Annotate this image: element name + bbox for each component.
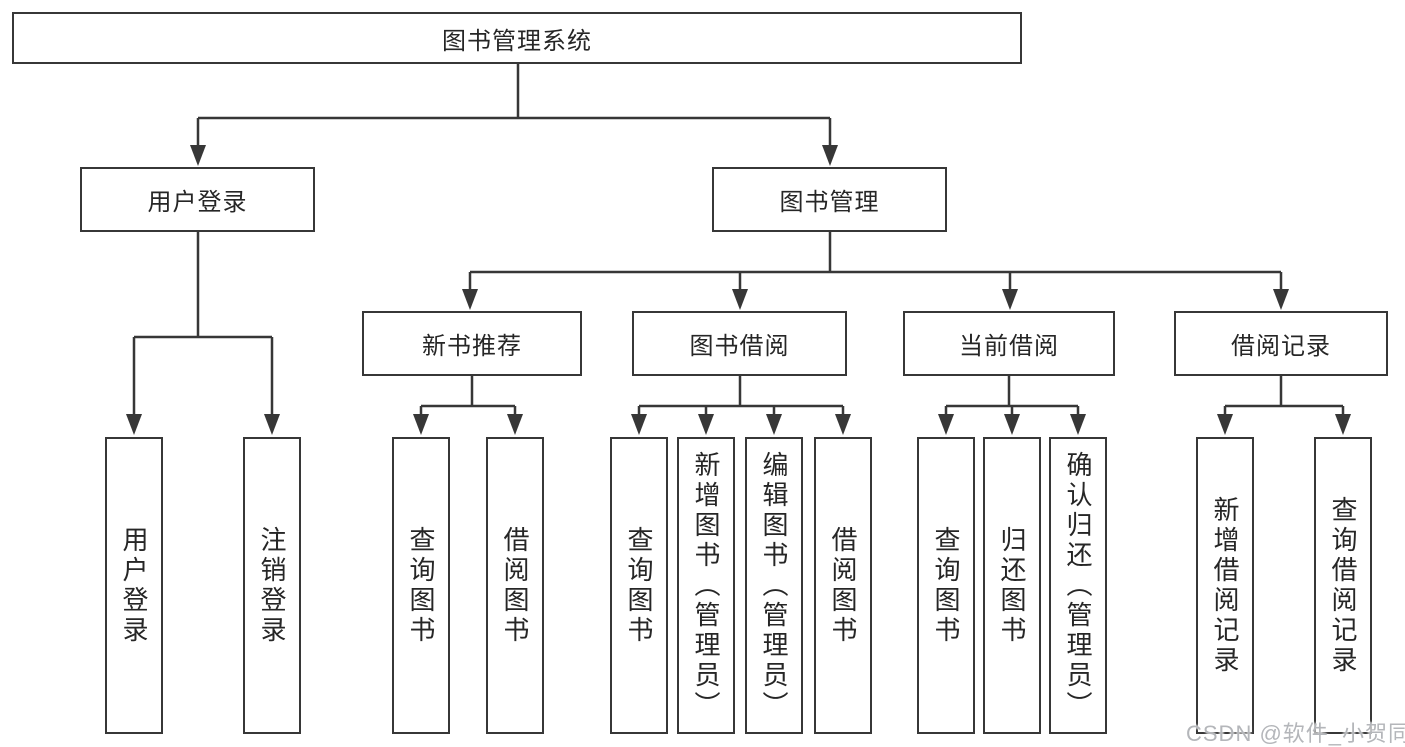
connector-user-login-to-leaves: [132, 232, 274, 416]
leaf-current-query-books: 查询图书: [917, 437, 975, 734]
connector-current-borrow-to-leaves: [944, 376, 1080, 416]
leaf-recommend-query-books: 查询图书: [392, 437, 450, 734]
leaf-borrow-add-books-admin: 新增图书（管理员）: [677, 437, 735, 734]
node-borrow-records: 借阅记录: [1174, 311, 1388, 376]
node-user-login: 用户登录: [80, 167, 315, 232]
arrowheads: [126, 145, 1351, 435]
csdn-watermark: CSDN @软件_小贺同学: [1186, 721, 1405, 746]
leaf-user-login: 用户登录: [105, 437, 163, 734]
node-new-book-recommend: 新书推荐: [362, 311, 582, 376]
connector-new-book-recommend-to-leaves: [419, 376, 517, 416]
node-book-management: 图书管理: [712, 167, 947, 232]
connector-root-to-level2: [196, 64, 832, 148]
leaf-records-query-borrow-record: 查询借阅记录: [1314, 437, 1372, 734]
node-current-borrow: 当前借阅: [903, 311, 1115, 376]
leaf-borrow-borrow-books: 借阅图书: [814, 437, 872, 734]
node-book-borrow: 图书借阅: [632, 311, 847, 376]
leaf-records-add-borrow-record: 新增借阅记录: [1196, 437, 1254, 734]
leaf-current-confirm-return-admin: 确认归还（管理员）: [1049, 437, 1107, 734]
leaf-current-return-books: 归还图书: [983, 437, 1041, 734]
connector-borrow-records-to-leaves: [1223, 376, 1345, 416]
leaf-recommend-borrow-books: 借阅图书: [486, 437, 544, 734]
connector-book-management-to-level3: [468, 232, 1283, 292]
leaf-borrow-query-books: 查询图书: [610, 437, 668, 734]
leaf-logout: 注销登录: [243, 437, 301, 734]
leaf-borrow-edit-books-admin: 编辑图书（管理员）: [745, 437, 803, 734]
connector-book-borrow-to-leaves: [637, 376, 845, 416]
node-library-system: 图书管理系统: [12, 12, 1022, 64]
